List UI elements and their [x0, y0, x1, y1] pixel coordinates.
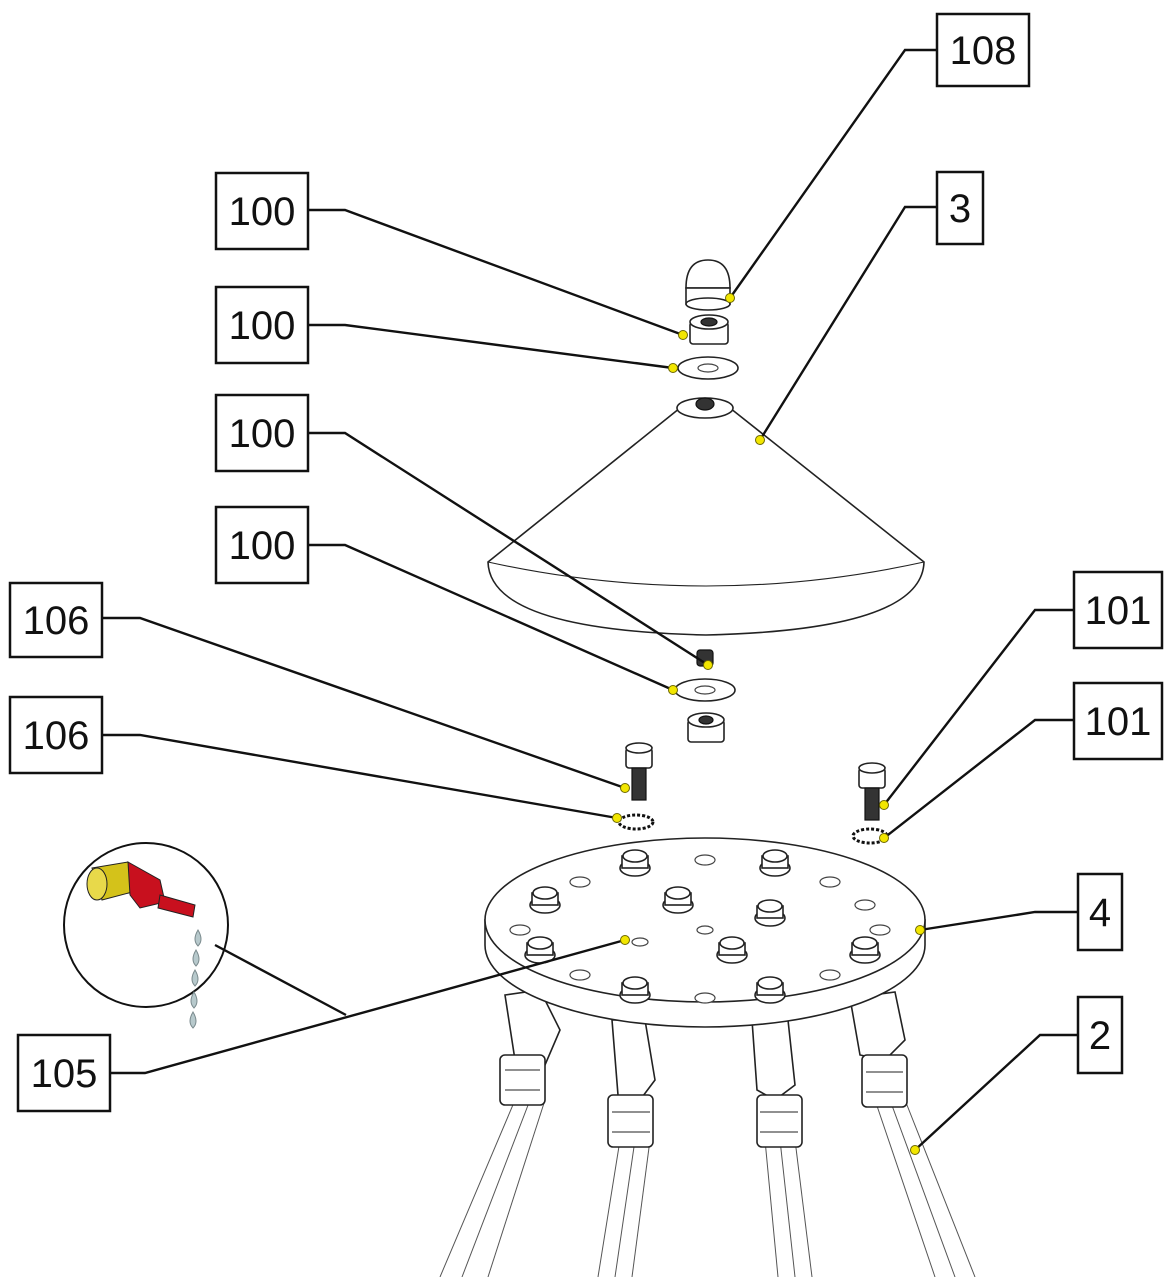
threadlocker-bottle-icon: [86, 861, 196, 918]
callout-2: 2: [1076, 995, 1124, 1075]
callout-label: 101: [1085, 589, 1152, 633]
callout-label: 100: [229, 524, 296, 568]
callout-105: 105: [16, 1033, 112, 1113]
callout-label: 105: [31, 1052, 98, 1096]
acorn-nut-icon: [685, 259, 731, 311]
callout-label: 106: [23, 714, 90, 758]
markers: [612, 293, 925, 1155]
callout-label: 100: [229, 304, 296, 348]
plate: [484, 837, 926, 1028]
lock-washer-icon: [617, 813, 655, 831]
leg-joint: [607, 1019, 656, 1148]
callout-101: 101: [1072, 570, 1164, 650]
callout-label: 101: [1085, 700, 1152, 744]
callout-100: 100: [214, 505, 310, 585]
callout-label: 106: [23, 599, 90, 643]
hex-nut-icon: [687, 712, 725, 743]
callout-108: 108: [935, 12, 1031, 88]
callout-3: 3: [935, 170, 985, 246]
callout-100: 100: [214, 171, 310, 251]
callout-100: 100: [214, 393, 310, 473]
bolt-icon: [625, 742, 653, 801]
leg-joint: [499, 989, 561, 1106]
leg-joint: [849, 991, 908, 1108]
callout-101: 101: [1072, 681, 1164, 761]
washer-icon: [677, 356, 739, 380]
callout-4: 4: [1076, 872, 1124, 952]
callout-label: 2: [1089, 1014, 1111, 1058]
bolt-icon: [858, 762, 886, 821]
cone: [487, 397, 925, 667]
callout-label: 4: [1089, 891, 1111, 935]
drops: [189, 929, 202, 1029]
callout-106: 106: [8, 695, 104, 775]
plate-nuts: [524, 849, 881, 1004]
callout-label: 3: [949, 187, 971, 231]
leader-lines: [102, 48, 1078, 1151]
leg-joint: [751, 1019, 803, 1148]
callout-106: 106: [8, 581, 104, 659]
callout-label: 100: [229, 190, 296, 234]
threadlocker-detail: [63, 842, 229, 1029]
callout-label: 108: [950, 29, 1017, 73]
callout-label: 100: [229, 412, 296, 456]
legs: [439, 989, 976, 1277]
washer-icon: [674, 678, 736, 702]
hex-nut-icon: [689, 314, 729, 345]
plate-holes: [509, 854, 891, 1004]
callout-100: 100: [214, 285, 310, 365]
